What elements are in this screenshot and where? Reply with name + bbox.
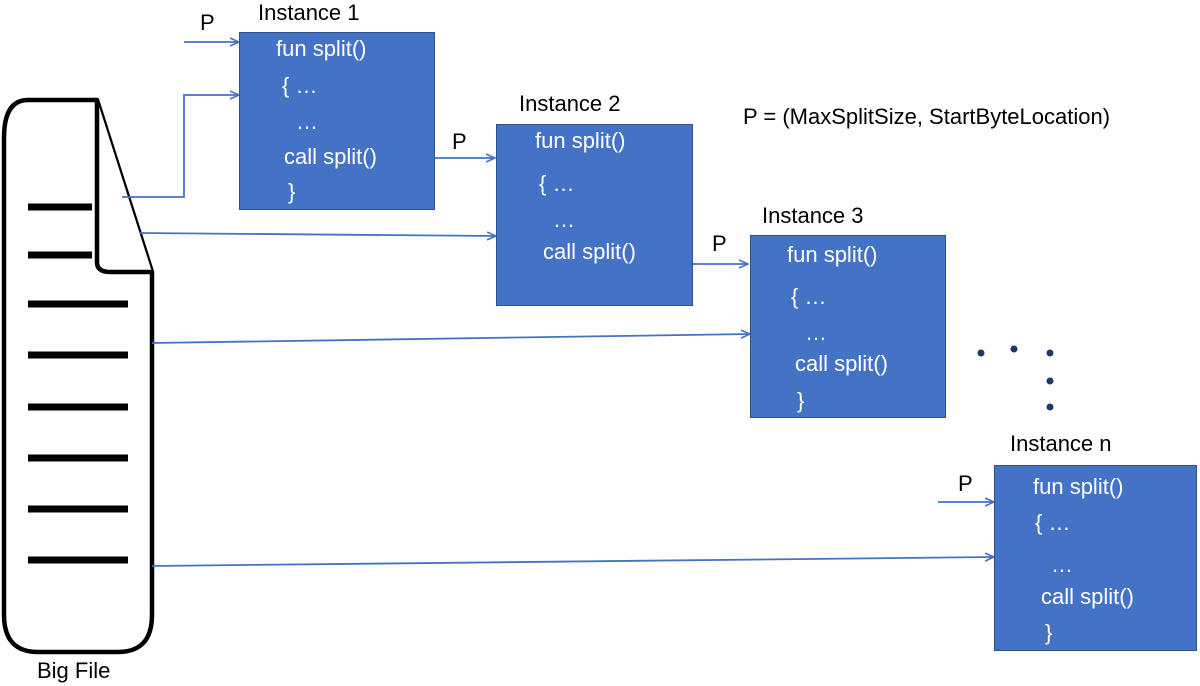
instance-3-box: fun split() { … … call split() } — [750, 235, 946, 418]
code-line: call split() — [1041, 584, 1134, 609]
instance-1-title: Instance 1 — [258, 0, 360, 25]
code-line: { … — [539, 171, 575, 196]
instance-n-box: fun split() { … … call split() } — [994, 465, 1197, 651]
instance-3-title: Instance 3 — [762, 203, 864, 228]
code-line: } — [1045, 620, 1053, 645]
param-label-1: P — [200, 10, 215, 35]
file-arrow-n — [151, 557, 994, 567]
code-line: { … — [1035, 510, 1071, 535]
continuation-dots — [977, 345, 1054, 411]
file-label: Big File — [37, 658, 111, 683]
param-label-n: P — [958, 471, 973, 496]
file-arrow-2 — [139, 233, 496, 236]
code-line: … — [553, 207, 575, 232]
file-arrow-1 — [122, 95, 239, 198]
instance-n-title: Instance n — [1010, 431, 1112, 456]
code-line: fun split() — [787, 242, 878, 267]
code-line: { … — [282, 73, 318, 98]
code-line: fun split() — [276, 36, 367, 61]
code-line: … — [1051, 552, 1073, 577]
param-label-2: P — [452, 129, 467, 154]
code-line: call split() — [795, 351, 888, 376]
file-document-icon — [1, 97, 155, 655]
file-arrow-3 — [151, 334, 750, 344]
instance-2-box: fun split() { … … call split() — [496, 124, 693, 306]
code-line: call split() — [284, 144, 377, 169]
code-line: fun split() — [1033, 474, 1124, 499]
parameter-legend: P = (MaxSplitSize, StartByteLocation) — [743, 104, 1111, 129]
code-line: fun split() — [535, 128, 626, 153]
code-line: … — [805, 320, 827, 345]
code-line: } — [797, 388, 805, 413]
code-line: } — [288, 179, 296, 204]
instance-1-box: fun split() { … … call split() } — [239, 32, 435, 210]
code-line: { … — [791, 284, 827, 309]
instance-2-title: Instance 2 — [519, 91, 621, 116]
param-label-3: P — [712, 231, 727, 256]
code-line: call split() — [543, 239, 636, 264]
code-line: … — [296, 109, 318, 134]
